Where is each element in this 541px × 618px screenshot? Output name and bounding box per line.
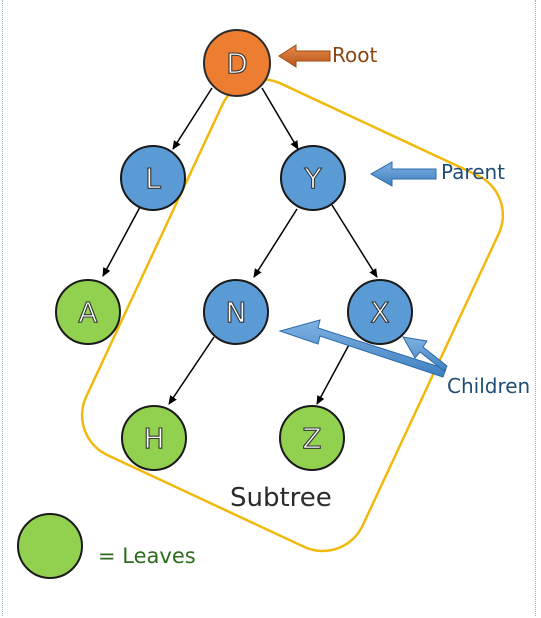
- node-label-z: Z: [302, 422, 321, 455]
- parent-label: Parent: [441, 160, 505, 184]
- parent-arrow-icon: [369, 161, 437, 187]
- internal-node-circle: [280, 145, 346, 211]
- children-label: Children: [447, 374, 530, 398]
- node-d: D: [203, 29, 271, 97]
- tree-edges: [102, 87, 378, 405]
- leaves-legend-label: = Leaves: [98, 544, 196, 568]
- internal-node-circle: [120, 145, 186, 211]
- leaf-node-circle: [55, 279, 121, 345]
- root-label: Root: [332, 43, 377, 67]
- root-node-circle: [203, 29, 271, 97]
- leaf-legend-swatch: [17, 513, 83, 579]
- node-label-d: D: [226, 47, 248, 80]
- leaf-node-circle: [121, 405, 187, 471]
- edge-x-z: [316, 340, 352, 405]
- node-label-a: A: [78, 296, 97, 329]
- subtree-outline: [80, 78, 505, 553]
- node-l: L: [120, 145, 186, 211]
- children-arrow-to-x-icon: [402, 336, 448, 372]
- node-label-y: Y: [303, 162, 322, 195]
- legend: = Leaves: [17, 513, 196, 579]
- node-y: Y: [280, 145, 346, 211]
- internal-node-circle: [347, 279, 413, 345]
- node-label-x: X: [370, 296, 389, 329]
- edge-y-n: [253, 208, 298, 278]
- internal-node-circle: [203, 279, 269, 345]
- node-h: H: [121, 405, 187, 471]
- edge-d-l: [172, 87, 213, 150]
- subtree-label: Subtree: [230, 483, 332, 513]
- node-label-l: L: [145, 162, 161, 195]
- node-z: Z: [279, 405, 345, 471]
- root-arrow-icon: [278, 44, 331, 68]
- leaf-node-circle: [279, 405, 345, 471]
- node-label-n: N: [226, 296, 247, 329]
- edge-d-y: [261, 87, 299, 150]
- edge-l-a: [102, 206, 141, 277]
- node-a: A: [55, 279, 121, 345]
- edge-n-h: [168, 336, 215, 405]
- children-arrow-to-n-icon: [278, 319, 447, 378]
- edge-y-x: [331, 204, 378, 278]
- node-n: N: [203, 279, 269, 345]
- node-label-h: H: [143, 422, 164, 455]
- node-x: X: [347, 279, 413, 345]
